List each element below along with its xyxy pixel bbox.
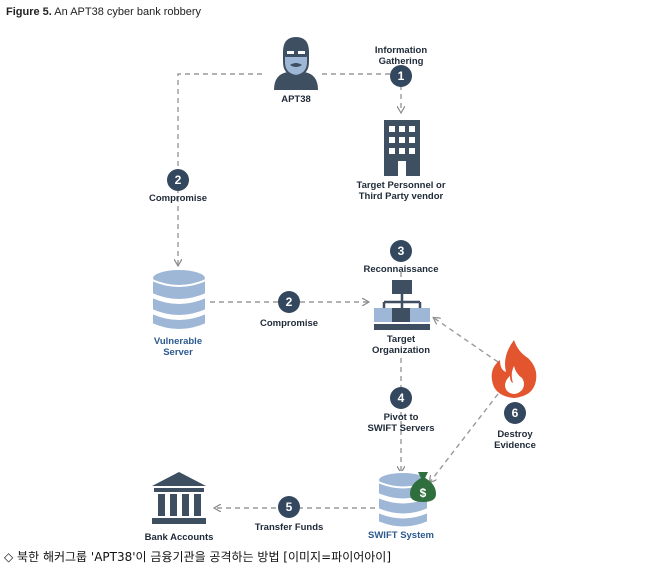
compromise-middle-label: Compromise [259,318,319,329]
office-building-icon [384,120,420,176]
transfer-funds-label: Transfer Funds [254,522,324,533]
step-5-badge: 5 [278,496,300,518]
fire-icon [491,340,537,398]
bank-icon [152,472,206,524]
reconnaissance-label: Reconnaissance [363,264,439,275]
step-3-badge: 3 [390,240,412,262]
line-apt-to-info [322,73,401,112]
image-caption: ◇ 북한 해커그룹 'APT38'이 금융기관을 공격하는 방법 [이미지=파이… [4,550,392,564]
masked-hacker-icon [274,36,318,90]
apt38-label: APT38 [281,94,311,105]
step-6-badge: 6 [504,402,526,424]
step-1-badge: 1 [390,65,412,87]
figure-title: Figure 5. An APT38 cyber bank robbery [6,6,202,18]
database-icon [151,268,207,331]
network-hierarchy-icon [374,280,430,330]
compromise-left-label: Compromise [148,193,208,204]
step-2-badge-middle: 2 [278,291,300,313]
database-money-icon: $ [377,471,436,529]
svg-text:$: $ [420,486,427,500]
bank-accounts-label: Bank Accounts [144,532,214,543]
line-destroy-to-org [434,318,499,363]
line-destroy-to-swift [430,393,499,482]
step-4-badge: 4 [390,387,412,409]
line-apt-to-server [178,73,262,265]
swift-system-label: SWIFT System [368,530,434,541]
step-2-badge-left: 2 [167,169,189,191]
